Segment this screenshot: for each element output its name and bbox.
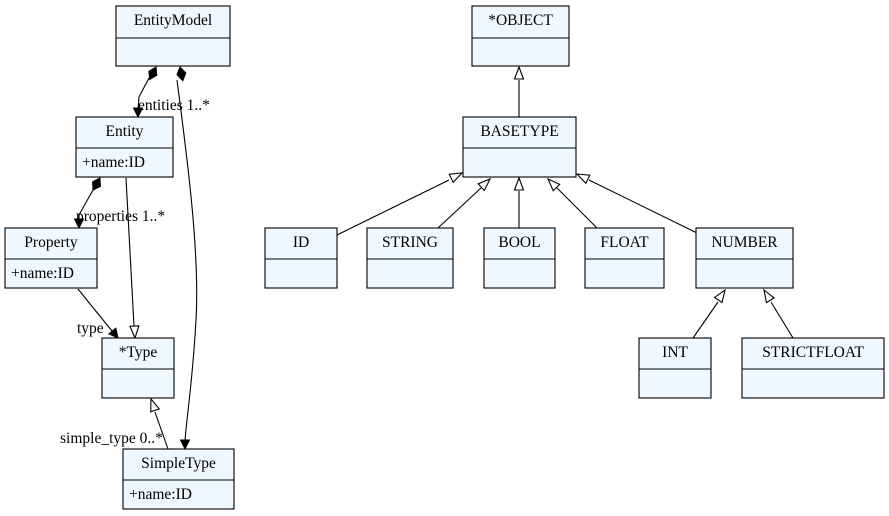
class-name: BASETYPE — [480, 123, 558, 140]
class-basetype[interactable]: BASETYPE — [462, 116, 577, 178]
class-type[interactable]: *Type — [101, 337, 175, 399]
relation-properties — [73, 177, 101, 230]
class-bool[interactable]: BOOL — [483, 227, 556, 289]
class-box — [115, 5, 231, 67]
relations-layer — [73, 65, 794, 451]
relation-labels-layer: entities 1..* simple_type 0..* properties … — [60, 97, 210, 447]
relation-line — [137, 77, 150, 111]
class-entity[interactable]: Entity +name:ID — [75, 116, 174, 178]
relation-line — [770, 301, 794, 339]
class-box — [366, 227, 454, 289]
class-name: Entity — [106, 123, 144, 140]
class-float[interactable]: FLOAT — [584, 227, 665, 289]
relation-number-is-basetype — [575, 173, 698, 234]
class-box — [75, 116, 174, 178]
generalization-arrowhead — [546, 177, 561, 192]
class-box — [638, 337, 712, 399]
class-box — [4, 227, 98, 289]
class-number[interactable]: NUMBER — [695, 227, 794, 289]
class-name: STRING — [382, 234, 438, 251]
class-attribute: +name:ID — [82, 154, 145, 171]
relation-simple-type — [176, 66, 198, 451]
generalization-arrowhead — [150, 397, 161, 413]
relation-strictfloat-is-number — [763, 288, 794, 339]
class-name: FLOAT — [600, 234, 649, 251]
class-attribute: +name:ID — [11, 265, 74, 282]
association-arrowhead — [132, 107, 144, 119]
relation-bool-is-basetype — [513, 176, 525, 228]
class-box — [264, 227, 338, 289]
relation-label-entities: entities 1..* — [138, 97, 210, 114]
class-property[interactable]: Property +name:ID — [4, 227, 98, 289]
relation-entities — [132, 66, 158, 119]
class-id[interactable]: ID — [264, 227, 338, 289]
relation-line — [336, 179, 450, 236]
association-arrowhead — [179, 439, 191, 451]
class-name: EntityModel — [134, 12, 212, 29]
class-attribute: +name:ID — [129, 486, 192, 503]
generalization-arrowhead — [477, 177, 492, 192]
class-name: STRICTFLOAT — [762, 344, 864, 361]
generalization-arrowhead — [575, 173, 591, 185]
class-name: *OBJECT — [488, 12, 553, 29]
class-int[interactable]: INT — [638, 337, 712, 399]
class-object[interactable]: *OBJECT — [471, 5, 570, 67]
relation-label-simple-type: simple_type 0..* — [60, 430, 163, 447]
composition-diamond — [148, 66, 158, 81]
relation-label-type: type — [77, 320, 104, 337]
association-arrowhead — [73, 218, 85, 230]
class-box — [695, 227, 794, 289]
class-name: BOOL — [498, 234, 540, 251]
class-name: ID — [293, 234, 309, 251]
class-name: Property — [24, 234, 78, 251]
relation-type — [77, 288, 119, 339]
class-box — [741, 337, 885, 399]
class-box — [122, 448, 235, 510]
relation-string-is-basetype — [437, 177, 492, 229]
generalization-arrowhead — [448, 172, 464, 184]
class-strictfloat[interactable]: STRICTFLOAT — [741, 337, 885, 399]
generalization-arrowhead — [129, 325, 140, 340]
relation-line — [692, 301, 719, 339]
class-name: *Type — [119, 344, 158, 361]
relation-line — [588, 179, 698, 234]
relation-line — [176, 79, 198, 443]
relation-line — [154, 411, 169, 450]
generalization-arrowhead — [763, 288, 776, 304]
relation-line — [556, 187, 598, 229]
relation-float-is-basetype — [546, 177, 598, 229]
class-simpletype[interactable]: SimpleType +name:ID — [122, 448, 235, 510]
composition-diamond — [92, 177, 101, 191]
class-name: SimpleType — [141, 455, 216, 472]
class-box — [483, 227, 556, 289]
class-box — [584, 227, 665, 289]
class-name: INT — [662, 344, 688, 361]
class-box — [462, 116, 577, 178]
association-arrowhead — [107, 327, 119, 339]
relation-id-is-basetype — [336, 172, 464, 236]
relation-simpletype-is-type — [150, 397, 169, 450]
generalization-arrowhead — [513, 65, 525, 80]
relation-entity-is-type — [125, 177, 140, 340]
class-name: NUMBER — [711, 234, 778, 251]
class-box — [101, 337, 175, 399]
relation-line — [437, 187, 482, 229]
relation-line — [125, 177, 135, 327]
class-box — [471, 5, 570, 67]
generalization-arrowhead — [513, 176, 525, 191]
composition-diamond — [176, 66, 187, 82]
relation-line — [77, 288, 113, 332]
relation-basetype-is-object — [513, 65, 525, 117]
generalization-arrowhead — [713, 288, 726, 304]
class-entitymodel[interactable]: EntityModel — [115, 5, 231, 67]
relation-label-properties: properties 1..* — [76, 208, 165, 225]
relation-int-is-number — [692, 288, 726, 339]
class-string[interactable]: STRING — [366, 227, 454, 289]
